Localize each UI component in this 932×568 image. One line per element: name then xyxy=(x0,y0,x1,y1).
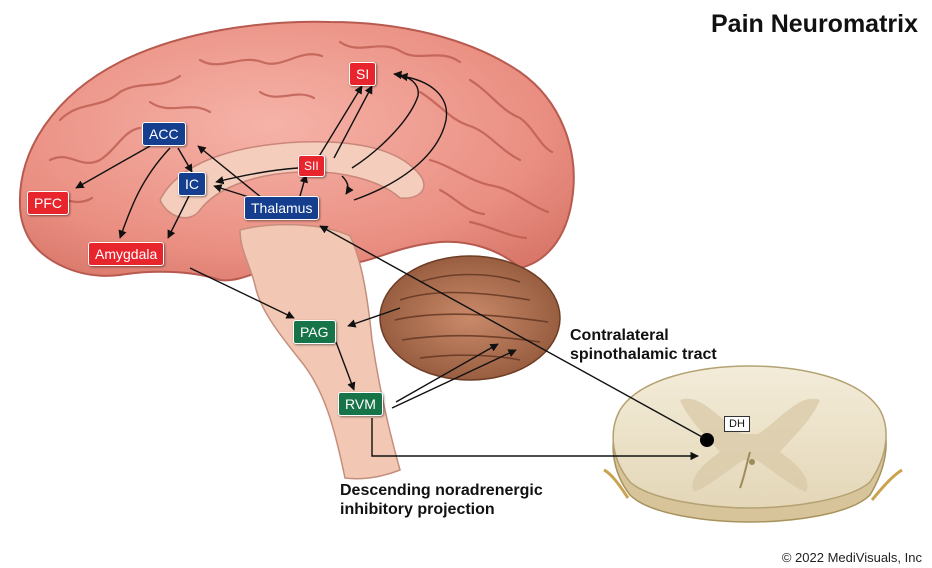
diagram-title: Pain Neuromatrix xyxy=(0,10,918,39)
thalamus-node: Thalamus xyxy=(244,196,319,220)
tract-origin-marker xyxy=(700,433,714,447)
amygdala-node: Amygdala xyxy=(88,242,164,266)
ic-node: IC xyxy=(178,172,206,196)
sii-node: SII xyxy=(298,155,325,177)
desc-caption-line2: inhibitory projection xyxy=(340,500,543,519)
tract-caption-line2: spinothalamic tract xyxy=(570,345,717,364)
tract-caption-line1: Contralateral xyxy=(570,326,717,345)
spinal-cord-section xyxy=(604,366,902,522)
pag-node: PAG xyxy=(293,320,336,344)
si-node: SI xyxy=(349,62,376,86)
spinothalamic-tract-caption: Contralateral spinothalamic tract xyxy=(570,326,717,364)
acc-node: ACC xyxy=(142,122,186,146)
dorsal-horn-label: DH xyxy=(724,416,750,432)
pfc-node: PFC xyxy=(27,191,69,215)
desc-caption-line1: Descending noradrenergic xyxy=(340,481,543,500)
copyright-notice: © 2022 MediVisuals, Inc xyxy=(782,550,922,565)
rvm-node: RVM xyxy=(338,392,383,416)
brainstem xyxy=(240,225,400,479)
descending-projection-caption: Descending noradrenergic inhibitory proj… xyxy=(340,481,543,519)
